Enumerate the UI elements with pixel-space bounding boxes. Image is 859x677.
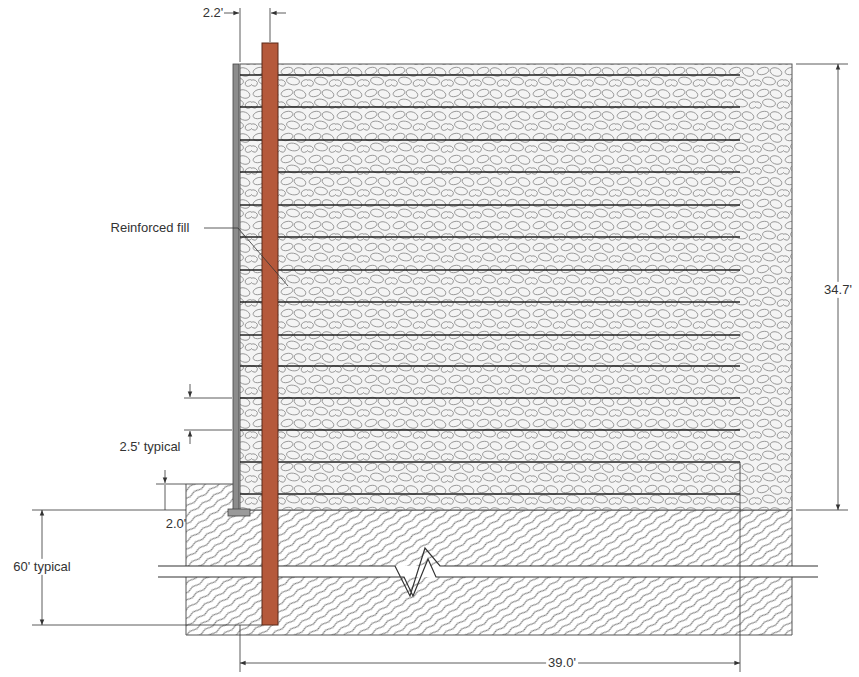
dimension-label: 39.0' (546, 655, 578, 671)
dimension-label: 60' typical (11, 559, 72, 575)
dimension-label: 2.2' (201, 5, 226, 21)
dimension-label: 2.5' typical (117, 439, 182, 455)
dimension-label: 2.0' (164, 516, 189, 532)
dimension-label: 34.7' (822, 282, 854, 298)
part-label: Reinforced fill (109, 220, 192, 236)
